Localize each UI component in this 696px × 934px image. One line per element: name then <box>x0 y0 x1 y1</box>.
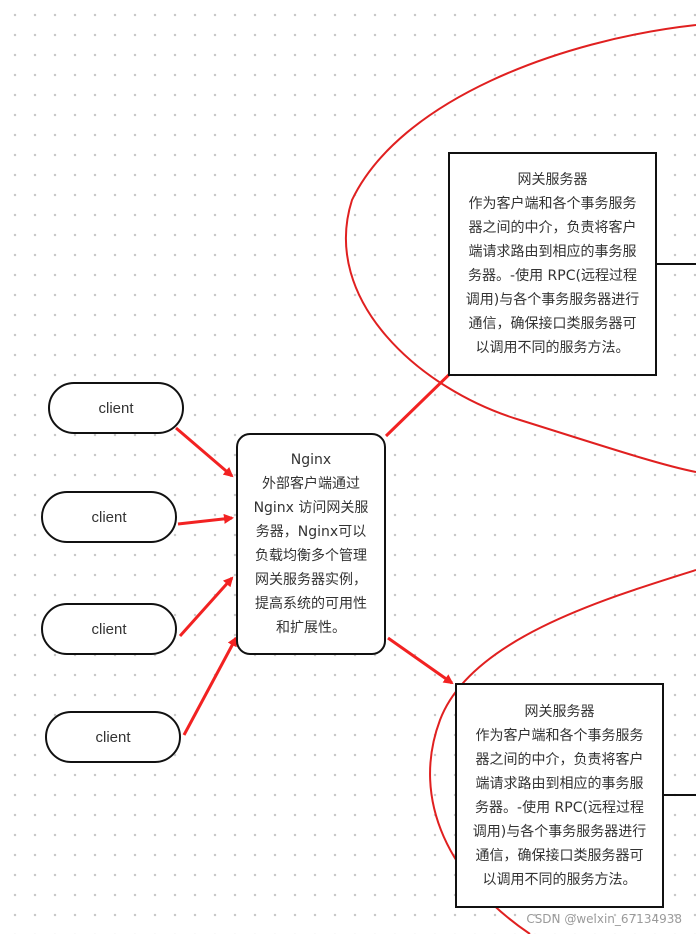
client-node-4: client <box>45 711 181 763</box>
gateway-text-line: 端请求路由到相应的事务服 <box>475 775 644 792</box>
gateway-text-line: 通信，确保接口类服务器可 <box>468 316 637 332</box>
nginx-text-line: Nginx 访问网关服 <box>253 500 369 516</box>
gateway-title: 网关服务器 <box>517 172 588 188</box>
nginx-text-line: 网关服务器实例， <box>255 572 367 588</box>
watermark: CSDN @weixin_67134938 <box>526 912 682 926</box>
gateway-text-line: 通信，确保接口类服务器可 <box>475 847 644 864</box>
gateway-server-top: 网关服务器 作为客户端和各个事务服务 器之间的中介，负责将客户 端请求路由到相应… <box>448 152 657 376</box>
nginx-text-line: 负载均衡多个管理 <box>255 548 367 564</box>
arrow-client2-nginx <box>177 513 234 526</box>
arrow-client3-nginx <box>178 576 234 638</box>
gateway-text-line: 务器。-使用 RPC(远程过程 <box>468 268 637 284</box>
client-label: client <box>91 508 127 526</box>
arrow-client4-nginx <box>182 636 238 736</box>
gateway-text-line: 作为客户端和各个事务服务 <box>468 196 637 212</box>
gateway-text-line: 务器。-使用 RPC(远程过程 <box>475 799 644 816</box>
gateway-title: 网关服务器 <box>524 703 595 720</box>
nginx-text-line: 提高系统的可用性 <box>255 596 367 612</box>
client-node-2: client <box>41 491 177 543</box>
client-label: client <box>95 728 131 746</box>
gateway-server-bottom: 网关服务器 作为客户端和各个事务服务 器之间的中介，负责将客户 端请求路由到相应… <box>455 683 664 908</box>
gateway-text-line: 以调用不同的服务方法。 <box>482 871 637 888</box>
nginx-text-line: 和扩展性。 <box>276 620 346 636</box>
nginx-title: Nginx <box>290 452 332 468</box>
nginx-text-line: 外部客户端通过 <box>262 476 360 492</box>
nginx-text-line: 务器，Nginx可以 <box>255 524 367 540</box>
gateway-text-line: 以调用不同的服务方法。 <box>475 340 630 356</box>
gateway-text-line: 调用)与各个事务服务器进行 <box>472 823 647 840</box>
arrow-nginx-gateway-bottom <box>387 636 454 685</box>
arrow-client1-nginx <box>175 426 234 478</box>
gateway-text-line: 作为客户端和各个事务服务 <box>475 727 644 744</box>
gateway-text-line: 器之间的中介，负责将客户 <box>468 220 637 236</box>
gateway-text-line: 器之间的中介，负责将客户 <box>475 751 644 768</box>
client-node-3: client <box>41 603 177 655</box>
gateway-text-line: 调用)与各个事务服务器进行 <box>465 292 640 308</box>
gateway-text-line: 端请求路由到相应的事务服 <box>468 244 637 260</box>
client-label: client <box>98 399 134 417</box>
client-label: client <box>91 620 127 638</box>
client-node-1: client <box>48 382 184 434</box>
nginx-node: Nginx 外部客户端通过 Nginx 访问网关服 务器，Nginx可以 负载均… <box>236 433 386 655</box>
